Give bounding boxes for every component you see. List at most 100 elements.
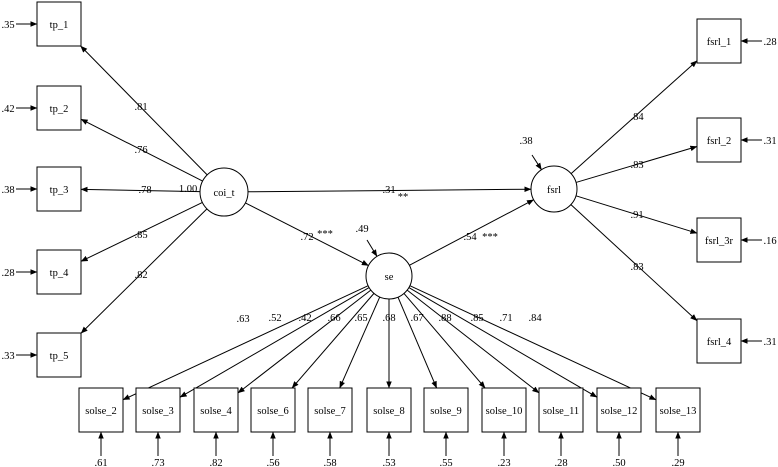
loading-se-solse_6 [291,293,375,389]
fsrl-residual-value: .38 [519,136,532,147]
loading-tp_4-value: .85 [134,230,147,241]
error-tp_5-value: .33 [1,351,14,362]
fsrl_4-label: fsrl_4 [707,337,732,348]
loading-se-solse_13 [409,285,657,401]
solse_10-box [481,387,527,433]
solse_4-box [193,387,239,433]
solse_9-label: solse_9 [430,406,462,417]
loading-fsrl_4-value: .83 [630,262,643,273]
solse_2-label: solse_2 [85,406,117,417]
loading-se-solse_9 [397,296,438,389]
loading-fsrl-fsrl_1 [570,60,698,175]
error-fsrl_3r-value: .16 [763,236,776,247]
loading-fsrl_2-value: .83 [630,160,643,171]
error-fsrl_2-value: .31 [763,136,776,147]
loading-se-solse_7 [339,296,381,389]
loading-se-solse_2 [122,285,369,401]
fsrl_3r-label: fsrl_3r [705,236,733,247]
error-solse_7-value: .58 [323,458,336,467]
error-fsrl_4-value: .31 [763,337,776,348]
loading-tp_2-value: .76 [134,145,147,156]
path-coi_t-fsrl-sig: ** [398,192,409,203]
error-solse_12-value: .50 [612,458,625,467]
path-coi_t-se [245,202,369,267]
loading-fsrl_3r-value: .91 [630,210,643,221]
loading-solse_3-value: .52 [268,313,281,324]
solse_7-label: solse_7 [314,406,346,417]
solse_10-label: solse_10 [486,406,523,417]
error-tp_3-value: .38 [1,185,14,196]
fsrl_1-label: fsrl_1 [707,37,732,48]
solse_11-box [538,387,584,433]
fsrl_1-box [696,18,742,64]
solse_3-box [135,387,181,433]
path-coi_t-fsrl-coef: .31 [382,185,395,196]
loading-solse_11-value: .85 [470,313,483,324]
error-solse_9-value: .55 [439,458,452,467]
fsrl_3r-box [696,217,742,263]
solse_13-box [655,387,701,433]
loading-tp_3-value: .78 [138,185,151,196]
error-tp_2-value: .42 [1,104,14,115]
residual-arrow-se [366,239,378,257]
loading-se-solse_10 [403,293,486,389]
tp_1-label: tp_1 [50,20,69,31]
loading-solse_4-value: .42 [298,313,311,324]
loading-fsrl-fsrl_3r [575,195,698,234]
tp_2-box [36,85,82,131]
loading-coi_t-tp_3 [80,186,201,193]
tp_5-box [36,332,82,378]
residual-arrow-fsrl [531,154,542,170]
error-solse_10-value: .23 [497,458,510,467]
path-se-fsrl-sig: *** [482,232,498,243]
solse_12-box [596,387,642,433]
loading-se-solse_3 [179,287,370,398]
error-tp_1-value: .35 [1,20,14,31]
nodes-layer [36,1,742,433]
se-latent-circle [365,252,413,300]
path-coi_t-se-coef: .72 [300,232,313,243]
loading-coi_t-tp_4 [80,202,203,262]
loading-solse_10-value: .88 [438,313,451,324]
loading-coi_t-tp_2 [80,118,203,182]
solse_6-box [250,387,296,433]
loading-solse_7-value: .65 [354,313,367,324]
path-se-fsrl-coef: .54 [463,232,477,243]
fsrl_4-box [696,318,742,364]
fsrl_2-label: fsrl_2 [707,136,732,147]
tp_3-box [36,166,82,212]
error-tp_4-value: .28 [1,268,14,279]
solse_6-label: solse_6 [257,406,289,417]
loading-se-solse_4 [237,289,372,394]
se-latent-label: se [385,272,394,283]
tp_2-label: tp_2 [50,104,69,115]
loading-solse_8-value: .68 [382,313,395,324]
loading-tp_1-value: .81 [134,102,147,113]
solse_7-box [307,387,353,433]
solse_8-box [366,387,412,433]
tp_1-box [36,1,82,47]
tp_4-label: tp_4 [50,268,69,279]
solse_3-label: solse_3 [142,406,174,417]
loading-coi_t-tp_1 [80,45,208,176]
loading-coi_t-tp_5 [80,208,208,334]
loading-solse_2-value: .63 [236,314,249,325]
labels-layer: tp_1tp_2tp_3tp_4tp_5fsrl_1fsrl_2fsrl_3rf… [1,20,776,467]
coi_t-latent-circle [199,167,249,217]
coi_t-variance-value: 1.00 [179,184,197,195]
path-coi_t-se-sig: *** [317,229,333,240]
error-solse_8-value: .53 [382,458,395,467]
error-solse_3-value: .73 [151,458,164,467]
loading-fsrl_1-value: .84 [630,112,644,123]
error-solse_13-value: .29 [671,458,684,467]
coi_t-latent-label: coi_t [214,188,235,199]
fsrl-latent-label: fsrl [547,185,561,196]
solse_9-box [423,387,469,433]
fsrl-latent-circle [530,165,578,213]
loading-fsrl-fsrl_2 [575,145,698,183]
loading-fsrl-fsrl_4 [570,204,698,322]
error-solse_2-value: .61 [94,458,107,467]
tp_5-label: tp_5 [50,351,69,362]
loading-se-solse_12 [408,287,598,398]
